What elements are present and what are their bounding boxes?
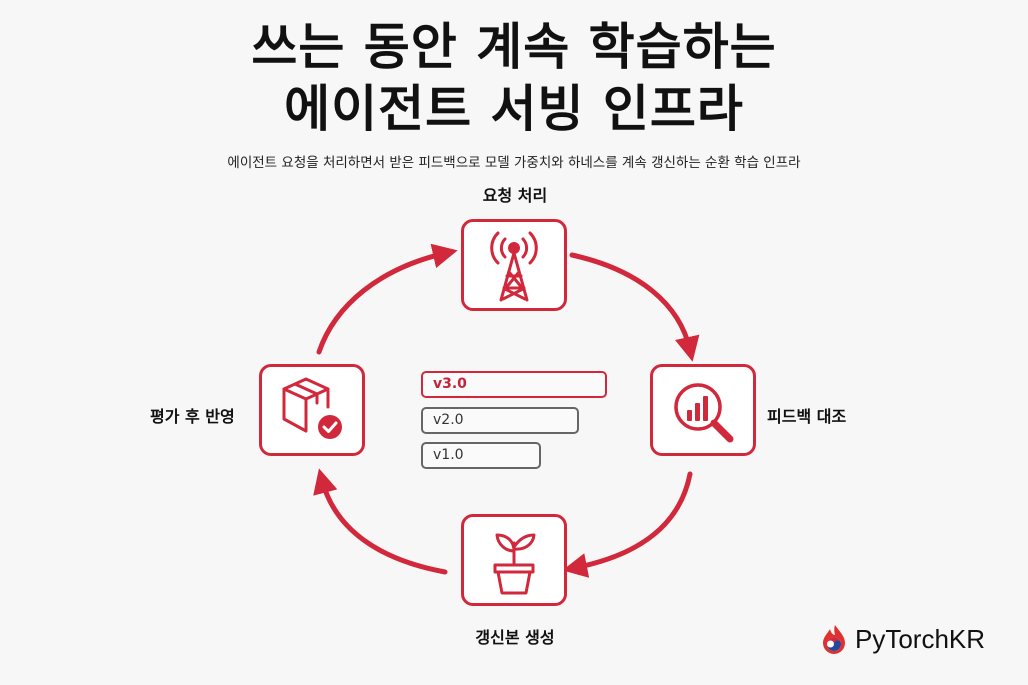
- label-feedback-comparison: 피드백 대조: [767, 407, 847, 426]
- version-card: v2.0: [421, 407, 579, 434]
- node-feedback-comparison: [650, 364, 756, 456]
- arrow-left-to-top: [316, 243, 458, 355]
- subtitle: 에이전트 요청을 처리하면서 받은 피드백으로 모델 가중치와 하네스를 계속 …: [227, 155, 801, 171]
- label-update-generation: 갱신본 생성: [475, 628, 555, 647]
- title-line-2: 에이전트 서빙 인프라: [284, 80, 744, 138]
- sprout-pot-icon: [493, 533, 536, 595]
- arrow-top-to-right: [569, 252, 700, 362]
- node-update-generation: [461, 514, 567, 606]
- label-evaluate-apply: 평가 후 반영: [150, 407, 235, 426]
- arrow-bottom-to-left: [313, 468, 448, 575]
- node-evaluate-apply: [259, 364, 365, 456]
- version-card: v1.0: [421, 442, 541, 469]
- package-check-icon: [282, 377, 342, 439]
- flame-logo-icon: [823, 625, 845, 654]
- brand-logo: PyTorchKR: [821, 622, 985, 656]
- title-line-1: 쓰는 동안 계속 학습하는: [251, 18, 777, 76]
- arrow-right-to-bottom: [562, 471, 693, 578]
- version-card-current: v3.0: [421, 371, 607, 398]
- brand-name: PyTorchKR: [855, 623, 986, 654]
- radio-tower-icon: [490, 231, 538, 302]
- label-request-processing: 요청 처리: [482, 186, 548, 205]
- magnifier-chart-icon: [674, 383, 734, 443]
- node-request-processing: [461, 219, 567, 311]
